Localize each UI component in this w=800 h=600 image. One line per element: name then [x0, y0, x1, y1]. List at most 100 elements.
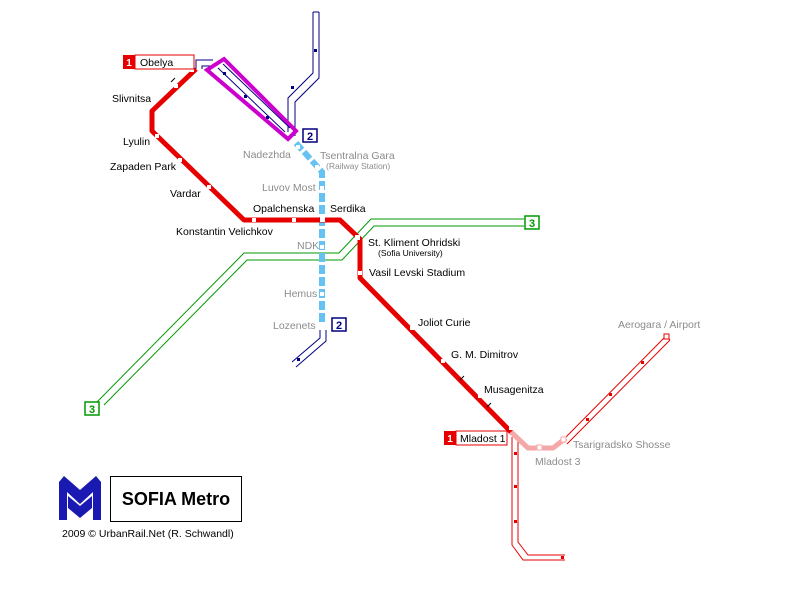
line2-north-route [287, 11, 320, 136]
terminal-obelya: 1 Obelya [123, 54, 195, 70]
line1-stations [155, 68, 513, 430]
dot-airport-3 [641, 361, 644, 364]
station-mark-vardar [207, 185, 211, 189]
metro-logo [59, 476, 101, 520]
line1-route [149, 67, 513, 434]
label-tsentralna-gara-sub: (Railway Station) [326, 161, 390, 171]
dot-south-4 [561, 556, 564, 559]
airport-track-b [566, 339, 671, 445]
highlight-track-a [217, 67, 286, 133]
station-mark-tsarigradsko [560, 436, 567, 443]
highlight-station-2 [244, 95, 247, 98]
dot-line2-north-1 [314, 49, 317, 52]
label-aerogara: Aerogara / Airport [618, 319, 700, 331]
airport-track-a [562, 335, 667, 441]
label-gm-dimitrov: G. M. Dimitrov [451, 349, 519, 361]
station-mark-serdika [320, 217, 325, 222]
station-mark-zapaden-park [178, 158, 182, 162]
label-vasil-levski: Vasil Levski Stadium [369, 267, 465, 279]
label-st-kliment-sub: (Sofia University) [378, 248, 443, 258]
dot-line2-north-2 [291, 86, 294, 89]
dot-south-1 [514, 452, 517, 455]
label-konstantin-velichkov: Konstantin Velichkov [176, 226, 274, 238]
station-mark-lozenets [320, 322, 324, 326]
station-mark-gm-dimitrov [441, 359, 445, 363]
map-title-box: SOFIA Metro [110, 476, 242, 522]
label-st-kliment: St. Kliment Ohridski [368, 237, 460, 249]
tick-musagenitza-b [486, 402, 492, 408]
label-hemus: Hemus [284, 288, 317, 300]
line1-ticks [170, 77, 492, 408]
planned-station-dots [291, 49, 644, 559]
line2-north-track-b [294, 12, 320, 136]
station-mark-hemus [320, 292, 324, 296]
planned-terminal-markers [536, 333, 670, 451]
dot-line2-south [297, 358, 300, 361]
dot-airport-2 [609, 393, 612, 396]
line1-badge-obelya [123, 55, 135, 69]
line1-airport-route [562, 335, 671, 445]
label-tsarigradsko: Tsarigradsko Shosse [573, 439, 671, 451]
line3-badge-west-text: 3 [89, 404, 95, 416]
tick-slivnitsa [170, 77, 176, 83]
label-slivnitsa: Slivnitsa [112, 93, 151, 105]
terminal-obelya-label: Obelya [140, 57, 173, 69]
highlight-track-b [222, 63, 291, 129]
line3-badge-east: 3 [524, 215, 540, 230]
line2-north-track-a [287, 12, 314, 132]
terminal-mladost1-label: Mladost 1 [460, 433, 506, 445]
line2-construction-route [293, 140, 325, 325]
label-mladost3: Mladost 3 [535, 456, 581, 468]
label-zapaden-park: Zapaden Park [110, 161, 177, 173]
label-vardar: Vardar [170, 188, 201, 200]
line2-badge-south: 2 [331, 317, 347, 332]
highlight-station-1 [223, 72, 226, 75]
station-mark-luvov-most [320, 186, 324, 190]
station-mark-mladost3 [536, 444, 543, 451]
station-mark-serdika-w [292, 218, 296, 222]
obelya-stub-a [195, 59, 213, 69]
label-joliot-curie: Joliot Curie [418, 317, 471, 329]
label-lyulin: Lyulin [123, 136, 150, 148]
line2-stations [296, 145, 324, 326]
label-nadezhda: Nadezhda [243, 149, 291, 161]
station-mark-opalchenska [252, 218, 256, 222]
dot-south-3 [514, 520, 517, 523]
station-mark-nadezhda [296, 145, 300, 149]
line1-south-route [511, 437, 565, 561]
line3-track-a [96, 218, 524, 403]
map-credit: 2009 © UrbanRail.Net (R. Schwandl) [62, 528, 234, 540]
station-mark-airport [663, 333, 670, 340]
terminal-obelya-box [134, 54, 195, 70]
highlight-section [203, 56, 299, 142]
line2-badge-north: 2 [302, 128, 318, 143]
station-mark-musagenitza [478, 394, 482, 398]
line2-badge-south-box [331, 317, 347, 332]
line3-route [96, 218, 524, 406]
line3-badge-east-box [524, 215, 540, 230]
label-tsentralna-gara: Tsentralna Gara [320, 150, 395, 162]
line2-south-track-b [295, 330, 327, 368]
south-track-b [517, 437, 565, 556]
line1-obelya-stub [195, 59, 213, 69]
station-mark-vasil-levski [358, 271, 362, 275]
terminal-mladost1: 1 Mladost 1 [444, 430, 508, 446]
station-mark-lyulin [155, 134, 159, 138]
station-mark-slivnitsa [174, 84, 178, 88]
line1-badge-obelya-text: 1 [126, 58, 132, 69]
label-opalchenska: Opalchenska [253, 203, 314, 215]
line3-badge-west: 3 [84, 401, 100, 416]
dot-south-2 [514, 485, 517, 488]
line2-badge-north-text: 2 [307, 131, 313, 143]
station-mark-tsentralna-gara [315, 165, 319, 169]
label-lozenets: Lozenets [273, 320, 316, 332]
line3-badge-east-text: 3 [529, 218, 535, 230]
line2-south-track-a [291, 330, 321, 363]
line2-south-route [291, 330, 327, 368]
label-serdika: Serdika [330, 203, 366, 215]
line2-badge-south-text: 2 [336, 320, 342, 332]
label-musagenitza: Musagenitza [484, 384, 544, 396]
station-mark-st-kliment [355, 235, 360, 240]
dot-airport-1 [586, 418, 589, 421]
